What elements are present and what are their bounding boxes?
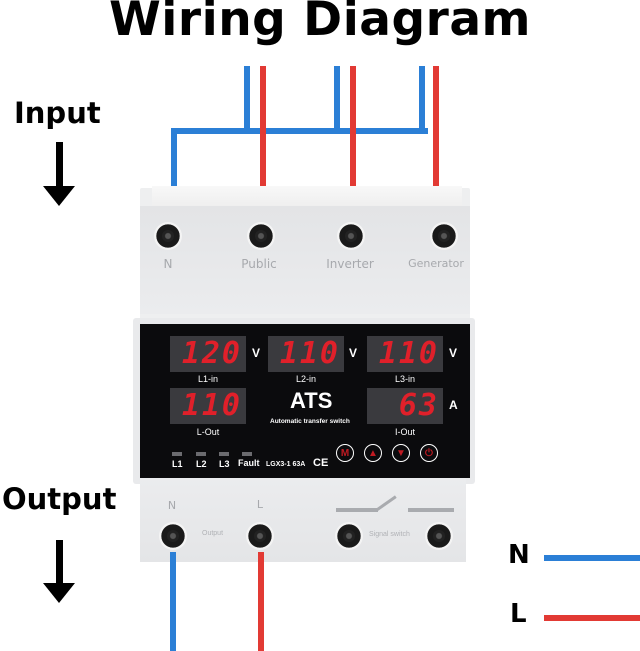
neutral-wire-generator [419, 66, 425, 132]
ats-subtitle: Automatic transfer switch [270, 418, 350, 425]
power-icon: ⏻ [425, 447, 433, 459]
mode-button[interactable]: M [336, 444, 354, 462]
display-value: 63 [398, 388, 439, 423]
input-arrow-icon [43, 142, 75, 206]
terminal-screw-public[interactable] [247, 222, 275, 250]
signal-screw-1[interactable] [335, 522, 363, 550]
terminal-label-inverter: Inverter [326, 257, 374, 271]
display-unit: V [252, 346, 261, 360]
output-label: Output [2, 482, 117, 516]
output-text: Output [202, 530, 224, 537]
device-top-cap [152, 186, 462, 208]
ats-title: ATS [290, 388, 333, 413]
led-l3 [219, 452, 229, 456]
display-l2-in: 110 [268, 336, 344, 372]
display-l1-in: 120 [170, 336, 246, 372]
output-label-n: N [167, 499, 177, 512]
up-arrow-icon: ▲ [368, 447, 378, 459]
device-bottom-block [140, 478, 466, 562]
legend-n-letter: N [508, 540, 530, 570]
display-label: L-Out [196, 427, 220, 437]
up-button[interactable]: ▲ [364, 444, 382, 462]
display-value: 110 [378, 336, 439, 371]
output-screw-n[interactable] [159, 522, 187, 550]
indicator-label: L2 [196, 459, 207, 469]
led-l1 [172, 452, 182, 456]
signal-screw-2[interactable] [425, 522, 453, 550]
led-fault [242, 452, 252, 456]
live-wire-public [260, 66, 266, 194]
power-button[interactable]: ⏻ [420, 444, 438, 462]
display-value: 120 [181, 336, 242, 371]
display-label: L1-in [197, 374, 218, 384]
live-wire-generator [433, 66, 439, 194]
switch-symbol-icon [336, 494, 466, 516]
led-l2 [196, 452, 206, 456]
neutral-wire-to-n [171, 128, 177, 194]
output-neutral-wire [170, 552, 176, 651]
display-label: I-Out [394, 427, 415, 437]
display-unit: A [449, 398, 458, 412]
terminal-label-n: N [163, 257, 173, 271]
device-top-face [140, 206, 470, 314]
neutral-wire-public [244, 66, 250, 132]
terminal-screw-n[interactable] [154, 222, 182, 250]
model-number: LGX3-1 63A [266, 461, 306, 468]
down-arrow-icon: ▼ [396, 447, 406, 459]
display-i-out: 63 [367, 388, 443, 424]
live-wire-inverter [350, 66, 356, 194]
legend-l-letter: L [510, 599, 527, 629]
diagram-title: Wiring Diagram [108, 0, 532, 47]
neutral-bus-wire [171, 128, 428, 134]
signal-switch-text: Signal switch [369, 531, 410, 538]
ce-mark: CE [313, 457, 329, 469]
terminal-screw-generator[interactable] [430, 222, 458, 250]
input-label: Input [14, 96, 101, 130]
indicator-label: Fault [238, 458, 260, 468]
display-l3-in: 110 [367, 336, 443, 372]
display-label: L2-in [295, 374, 316, 384]
output-live-wire [258, 552, 264, 651]
display-unit: V [449, 346, 458, 360]
display-value: 110 [181, 388, 242, 423]
terminal-label-public: Public [241, 257, 277, 271]
output-screw-l[interactable] [246, 522, 274, 550]
display-value: 110 [279, 336, 340, 371]
down-button[interactable]: ▼ [392, 444, 410, 462]
mode-icon: M [340, 447, 350, 459]
indicator-label: L1 [172, 459, 183, 469]
display-label: L3-in [394, 374, 415, 384]
neutral-wire-inverter [334, 66, 340, 132]
terminal-label-generator: Generator [408, 257, 464, 270]
terminal-screw-inverter[interactable] [337, 222, 365, 250]
output-arrow-icon [43, 540, 75, 603]
output-label-l: L [256, 498, 264, 511]
legend-neutral-line [544, 555, 640, 561]
display-unit: V [349, 346, 358, 360]
indicator-label: L3 [219, 459, 230, 469]
display-l-out: 110 [170, 388, 246, 424]
legend-live-line [544, 615, 640, 621]
